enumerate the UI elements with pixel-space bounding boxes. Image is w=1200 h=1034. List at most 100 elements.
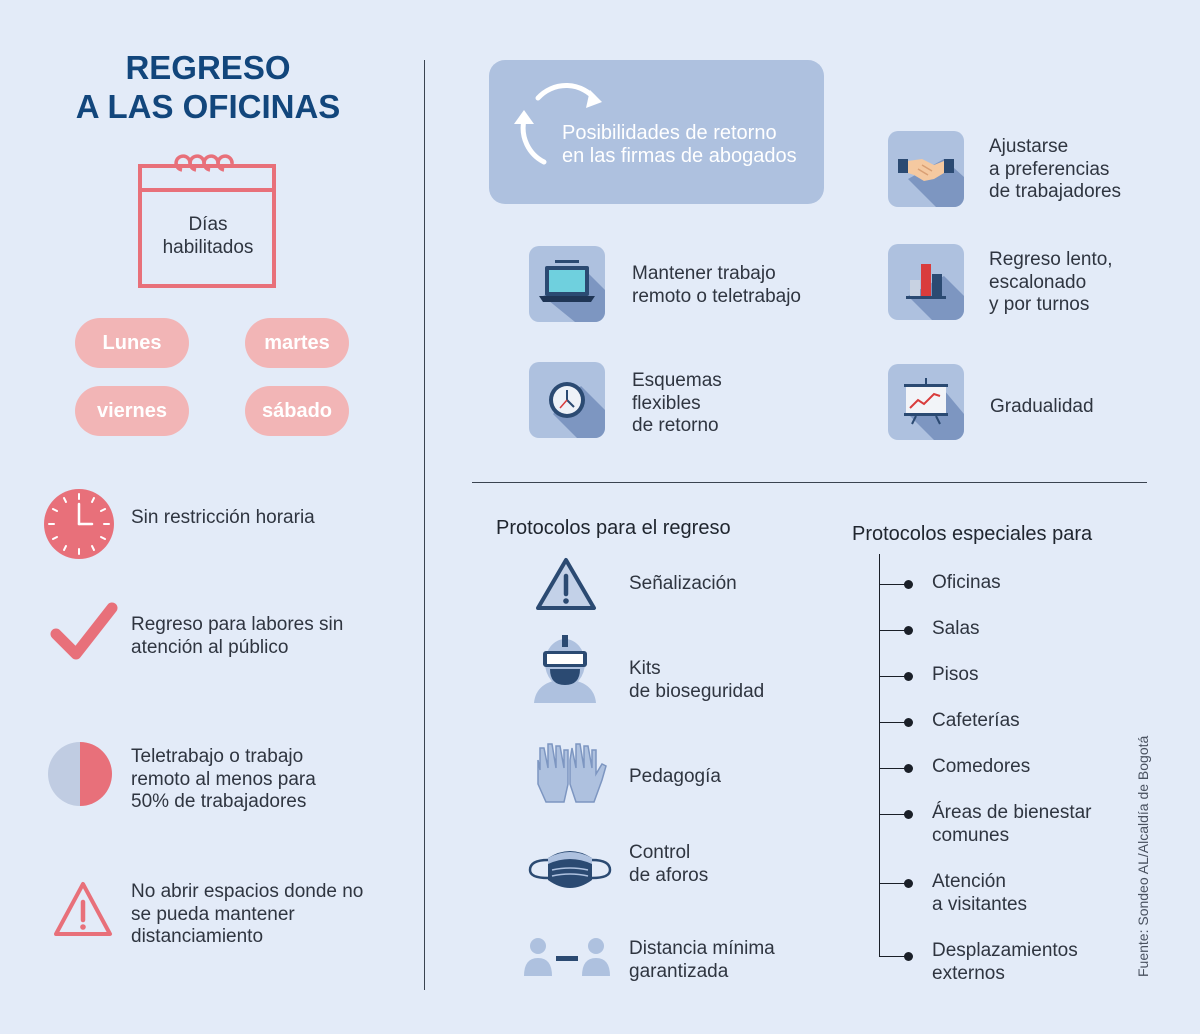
banner [489, 60, 824, 204]
protocol-line: Distancia mínima [629, 938, 775, 959]
special-line: Comedores [932, 756, 1031, 777]
wall-clock-icon [529, 362, 605, 438]
left-item-2: Regreso para labores sin atención al púb… [131, 614, 343, 659]
presentation-chart-icon [888, 364, 964, 440]
option-line: flexibles [632, 392, 701, 414]
special-item-5: Comedores [932, 756, 1030, 779]
special-line: a visitantes [932, 893, 1028, 915]
tree-branch [879, 814, 909, 815]
protocol-line: Kits [629, 658, 661, 679]
calendar-icon [138, 154, 276, 288]
special-line: Pisos [932, 664, 979, 685]
tree-line [879, 554, 880, 956]
protocols-heading: Protocolos para el regreso [496, 517, 731, 539]
bullet [904, 810, 913, 819]
left-item-line: se pueda mantener [131, 903, 295, 925]
left-item-line: remoto al menos para [131, 768, 316, 790]
protocol-line: de bioseguridad [629, 680, 765, 702]
clock-icon [44, 489, 114, 559]
option-1: Mantener trabajo remoto o teletrabajo [632, 263, 801, 308]
option-5: Gradualidad [990, 396, 1094, 419]
bar-chart-icon [888, 244, 964, 320]
special-line: Oficinas [932, 572, 1001, 593]
special-item-7: Atención a visitantes [932, 871, 1027, 916]
option-line: Regreso lento, [989, 249, 1113, 270]
left-item-line: Regreso para labores sin [131, 614, 344, 635]
calendar-label-line: habilitados [162, 236, 254, 258]
option-line: Gradualidad [990, 396, 1094, 417]
vertical-divider [424, 60, 425, 990]
special-item-6: Áreas de bienestar comunes [932, 802, 1092, 847]
special-line: Atención [932, 871, 1006, 892]
special-heading: Protocolos especiales para [852, 523, 1093, 545]
protocol-5: Distancia mínima garantizada [629, 938, 775, 983]
special-line: Desplazamientos [932, 940, 1078, 961]
option-line: escalonado [989, 271, 1087, 293]
special-line: comunes [932, 824, 1010, 846]
bullet [904, 718, 913, 727]
calendar-label: Días habilitados [140, 214, 276, 259]
left-item-1: Sin restricción horaria [131, 507, 315, 530]
special-item-2: Salas [932, 618, 980, 641]
tree-branch [879, 722, 909, 723]
tree-branch [879, 584, 909, 585]
face-mask-icon [528, 851, 612, 888]
option-4: Regreso lento, escalonado y por turnos [989, 249, 1113, 317]
distance-icon [524, 938, 610, 976]
banner-title: Posibilidades de retorno en las firmas d… [562, 122, 822, 168]
tree-branch [879, 956, 909, 957]
day-pill-sabado: sábado [245, 386, 349, 436]
biosecurity-kit-icon [534, 635, 596, 703]
bullet [904, 626, 913, 635]
laptop-icon [529, 246, 605, 322]
gloves-icon [537, 743, 607, 803]
bullet [904, 764, 913, 773]
protocol-line: garantizada [629, 960, 729, 982]
protocol-line: de aforos [629, 864, 709, 886]
protocol-3: Pedagogía [629, 766, 721, 789]
source-note: Fuente: Sondeo AL/Alcaldía de Bogotá [1135, 735, 1151, 977]
left-item-line: Sin restricción horaria [131, 507, 315, 528]
title-line-2: A LAS OFICINAS [75, 88, 341, 125]
special-item-1: Oficinas [932, 572, 1001, 595]
protocol-line: Control [629, 842, 691, 863]
special-line: Cafeterías [932, 710, 1020, 731]
protocol-line: Señalización [629, 573, 737, 594]
calendar-label-line: Días [188, 214, 228, 235]
bullet [904, 952, 913, 961]
left-item-line: 50% de trabajadores [131, 791, 307, 812]
half-circle-icon [48, 742, 112, 806]
option-line: a preferencias [989, 158, 1110, 180]
left-item-4: No abrir espacios donde no se pueda mant… [131, 881, 363, 949]
handshake-icon [888, 131, 964, 207]
special-item-3: Pisos [932, 664, 978, 687]
option-line: de trabajadores [989, 181, 1122, 202]
day-pill-lunes: Lunes [75, 318, 189, 368]
left-item-line: distanciamiento [131, 926, 264, 947]
option-line: Esquemas [632, 370, 722, 391]
bullet [904, 580, 913, 589]
left-item-line: atención al público [131, 636, 289, 658]
option-line: remoto o teletrabajo [632, 285, 801, 307]
day-pill-viernes: viernes [75, 386, 189, 436]
bullet [904, 672, 913, 681]
option-2: Esquemas flexibles de retorno [632, 370, 722, 438]
refresh-arrows-icon [514, 83, 602, 165]
special-item-8: Desplazamientos externos [932, 940, 1078, 985]
protocol-1: Señalización [629, 573, 737, 596]
special-item-4: Cafeterías [932, 710, 1020, 733]
left-item-line: Teletrabajo o trabajo [131, 746, 304, 767]
protocol-line: Pedagogía [629, 766, 721, 787]
option-line: Ajustarse [989, 136, 1069, 157]
horizontal-divider [472, 482, 1147, 483]
left-item-line: No abrir espacios donde no [131, 881, 364, 902]
banner-line: Posibilidades de retorno [562, 122, 777, 144]
special-line: Salas [932, 618, 980, 639]
title-line-1: REGRESO [125, 49, 291, 86]
option-line: de retorno [632, 415, 719, 436]
protocol-2: Kits de bioseguridad [629, 658, 764, 703]
special-line: externos [932, 962, 1005, 984]
tree-branch [879, 768, 909, 769]
banner-line: en las firmas de abogados [562, 145, 797, 167]
option-line: Mantener trabajo [632, 263, 776, 284]
